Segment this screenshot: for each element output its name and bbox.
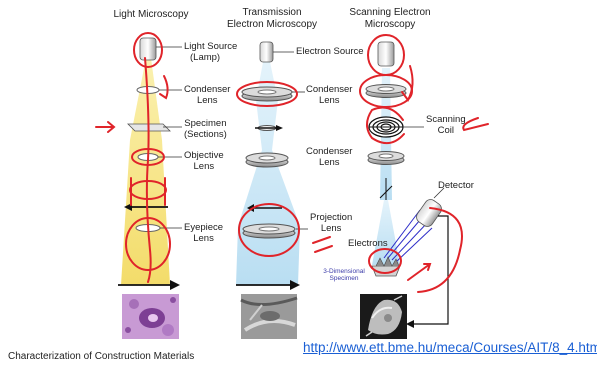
- header-light-microscopy: Light Microscopy: [106, 9, 196, 21]
- label-light-source-line1: Light Source: [184, 41, 237, 52]
- label-objective-line1: Objective: [184, 150, 224, 161]
- label-condenser-tem-line2: Lens: [306, 95, 352, 106]
- tem-micrograph-image: [241, 294, 297, 339]
- label-eyepiece-line2: Lens: [184, 233, 223, 244]
- label-3d-specimen-line2: Specimen: [320, 275, 368, 282]
- label-projection-line1: Projection: [310, 212, 352, 223]
- source-url-link[interactable]: http://www.ett.bme.hu/meca/Courses/AIT/8…: [303, 340, 597, 355]
- header-sem-line1: Scanning Electron: [340, 7, 440, 19]
- label-objective-lens: Objective Lens: [184, 150, 224, 172]
- label-light-source: Light Source (Lamp): [184, 41, 237, 63]
- label-electron-source: Electron Source: [296, 46, 364, 57]
- header-tem-line1: Transmission: [222, 7, 322, 19]
- label-condenser-lens-light: Condenser Lens: [184, 84, 230, 106]
- label-condenser-sem-line1: Condenser: [306, 146, 352, 157]
- label-condenser-lens-tem: Condenser Lens: [306, 84, 352, 106]
- label-eyepiece-lens: Eyepiece Lens: [184, 222, 223, 244]
- label-projection-line2: Lens: [310, 223, 352, 234]
- header-sem: Scanning Electron Microscopy: [340, 7, 440, 31]
- label-specimen-line1: Specimen: [184, 118, 227, 129]
- header-tem: Transmission Electron Microscopy: [222, 7, 322, 31]
- light-micrograph-image: [122, 294, 179, 339]
- label-electrons: Electrons: [348, 238, 388, 249]
- sem-column: [366, 42, 448, 328]
- label-specimen: Specimen (Sections): [184, 118, 227, 140]
- label-objective-line2: Lens: [184, 161, 224, 172]
- label-3d-specimen: 3-Dimensional Specimen: [320, 268, 368, 282]
- scanning-coil-icon: [369, 117, 403, 137]
- label-3d-specimen-line1: 3-Dimensional: [320, 268, 368, 275]
- sem-electron-gun-icon: [378, 42, 394, 66]
- lamp-icon: [140, 38, 156, 60]
- label-scanning-line2: Coil: [426, 125, 466, 136]
- label-light-source-line2: (Lamp): [184, 52, 237, 63]
- label-specimen-line2: (Sections): [184, 129, 227, 140]
- sem-micrograph-image: [360, 294, 407, 339]
- label-condenser-sem-line2: Lens: [306, 157, 352, 168]
- electron-gun-icon: [260, 42, 273, 62]
- label-condenser-lens-sem: Condenser Lens: [306, 146, 352, 168]
- label-eyepiece-line1: Eyepiece: [184, 222, 223, 233]
- label-projection-lens: Projection Lens: [310, 212, 352, 234]
- label-condenser-light-line2: Lens: [184, 95, 230, 106]
- header-tem-line2: Electron Microscopy: [222, 19, 322, 31]
- tem-column: [236, 42, 308, 290]
- footer-course-title: Characterization of Construction Materia…: [8, 351, 194, 362]
- detector-icon: [414, 197, 444, 229]
- label-condenser-light-line1: Condenser: [184, 84, 230, 95]
- label-scanning-coil: Scanning Coil: [426, 114, 466, 136]
- label-detector: Detector: [438, 180, 474, 191]
- label-condenser-tem-line1: Condenser: [306, 84, 352, 95]
- label-scanning-line1: Scanning: [426, 114, 466, 125]
- header-sem-line2: Microscopy: [340, 19, 440, 31]
